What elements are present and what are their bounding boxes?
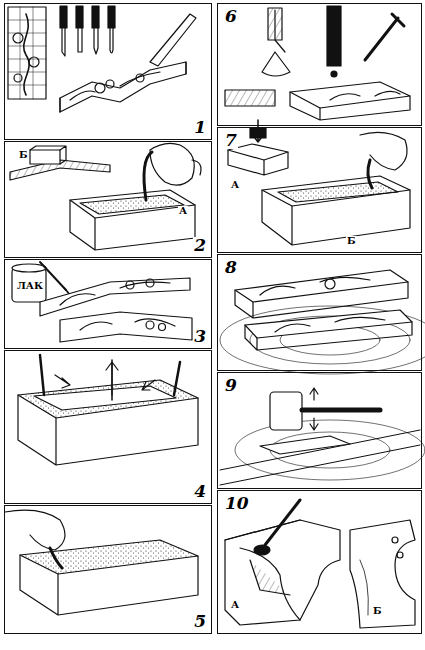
part-letter: Б	[372, 606, 383, 616]
step-panel: 7	[217, 127, 422, 253]
step-number: 6	[224, 8, 238, 25]
step-panel: 6	[217, 3, 422, 126]
step-panel: 2	[4, 141, 212, 258]
step-number: 1	[193, 119, 207, 136]
step-panel: 8	[217, 254, 422, 371]
part-letter: А	[178, 206, 188, 216]
part-letter: Б	[346, 236, 357, 246]
step-panel: 5	[4, 505, 212, 634]
step-number: 9	[224, 377, 238, 394]
step-number: 2	[193, 237, 207, 254]
part-letter: ЛАК	[16, 281, 44, 291]
step-number: 8	[224, 259, 238, 276]
part-letter: А	[230, 600, 240, 610]
step-number: 3	[193, 328, 207, 345]
step-panel: 4	[4, 350, 212, 504]
step-number: 7	[224, 132, 238, 149]
step-panel: 10	[217, 490, 422, 634]
step-number: 4	[193, 483, 207, 500]
step-number: 10	[224, 495, 250, 512]
step-panel: 1	[4, 3, 212, 140]
part-letter: Б	[18, 150, 29, 160]
step-panel: 9	[217, 372, 422, 489]
part-letter: А	[230, 180, 240, 190]
step-number: 5	[193, 613, 207, 630]
step-panel: 3	[4, 259, 212, 349]
